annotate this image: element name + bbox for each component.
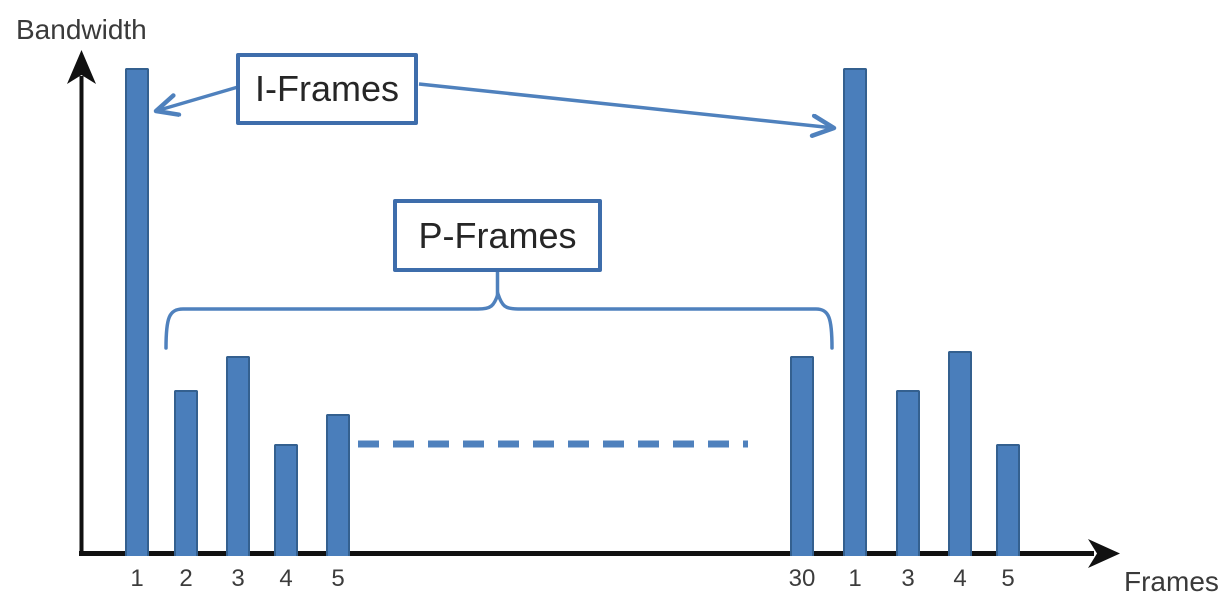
p-frame-bar (790, 356, 814, 556)
x-tick-label: 30 (788, 565, 816, 592)
x-tick-label: 2 (179, 565, 193, 592)
i-frames-callout-label: I-Frames (255, 68, 399, 109)
x-tick-label: 5 (331, 565, 345, 592)
i-frame-bar (125, 68, 149, 556)
y-axis (67, 50, 96, 556)
x-axis-label: Frames (1124, 566, 1219, 597)
x-axis-arrowhead-icon (1088, 539, 1120, 568)
y-axis-arrowhead-icon (67, 50, 96, 84)
p-frame-bar (896, 390, 920, 556)
p-frames-brace (164, 288, 834, 350)
x-tick-label: 4 (279, 565, 293, 592)
i-frames-callout: I-Frames (236, 53, 418, 125)
p-frame-bar (948, 351, 972, 556)
y-axis-label: Bandwidth (16, 14, 147, 45)
i-frames-arrow-left (156, 85, 239, 111)
p-frames-callout: P-Frames (393, 199, 602, 272)
x-tick-label: 1 (848, 565, 862, 592)
p-frame-bar (996, 444, 1020, 556)
x-tick-label: 1 (130, 565, 144, 592)
x-tick-label: 3 (901, 565, 915, 592)
x-tick-label: 5 (1001, 565, 1015, 592)
p-frame-bar (274, 444, 298, 556)
p-frame-bar (174, 390, 198, 556)
x-tick-label: 4 (953, 565, 967, 592)
i-frame-bar (843, 68, 867, 556)
p-frames-callout-label: P-Frames (418, 214, 577, 256)
p-frame-bar (226, 356, 250, 556)
i-frames-arrow-right (418, 82, 834, 128)
x-tick-label: 3 (231, 565, 245, 592)
p-frame-bar (326, 414, 350, 556)
